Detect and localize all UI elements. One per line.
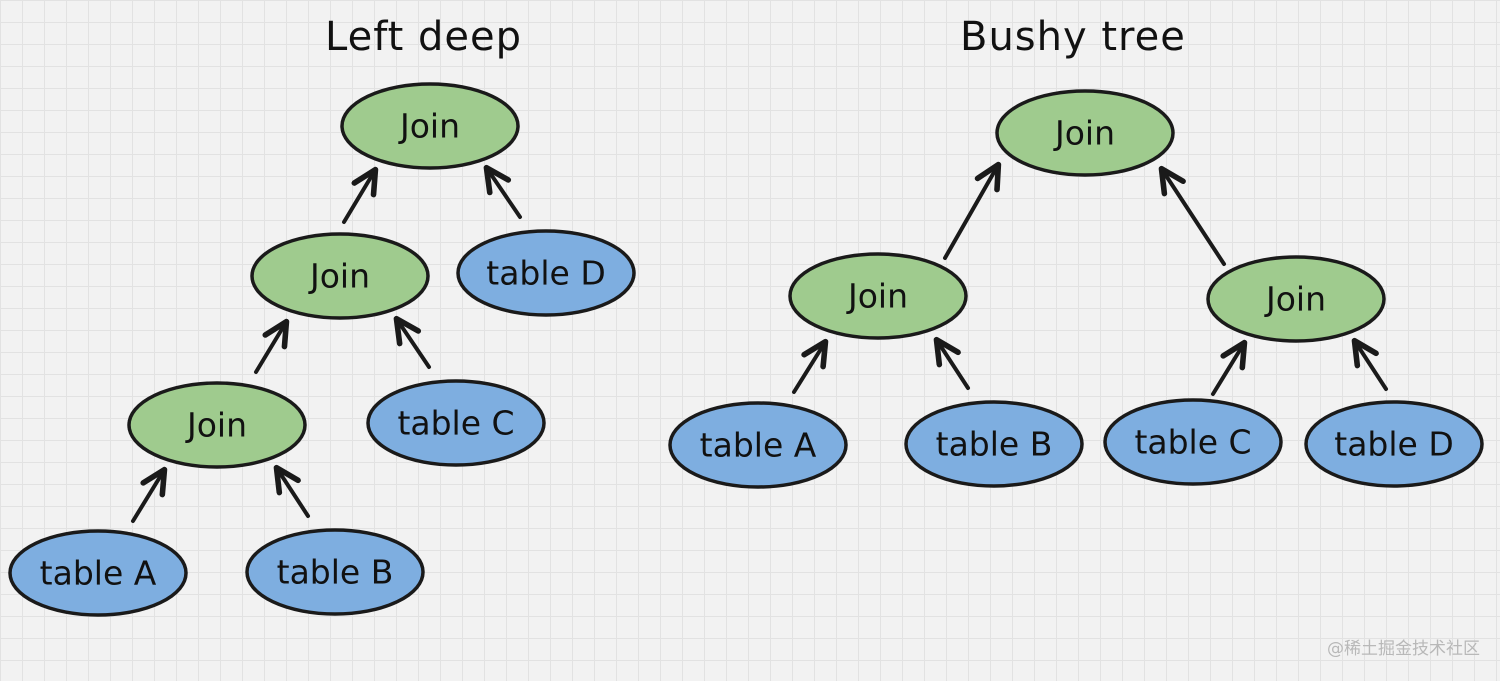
node-label: Join xyxy=(846,277,908,316)
node-label: table C xyxy=(397,404,514,443)
left-deep-title: Left deep xyxy=(325,14,522,60)
node-ld-join-root: Join xyxy=(340,82,520,170)
node-bt-join-root: Join xyxy=(995,89,1175,177)
edge-ld-table-d-to-root xyxy=(483,164,522,219)
node-ld-table-b: table B xyxy=(245,528,425,616)
node-label: table B xyxy=(277,553,394,592)
node-label: table A xyxy=(40,554,157,593)
left-deep-edges xyxy=(131,164,522,523)
node-bt-table-d: table D xyxy=(1304,400,1484,488)
bushy-tree-nodes: Join Join Join table A table B table C t… xyxy=(668,89,1484,489)
node-ld-table-d: table D xyxy=(456,229,636,317)
node-ld-join-mid: Join xyxy=(250,232,430,320)
watermark: @稀土掘金技术社区 xyxy=(1327,639,1480,659)
node-label: table D xyxy=(1334,425,1453,464)
node-label: Join xyxy=(185,406,247,445)
node-bt-table-c: table C xyxy=(1103,398,1283,486)
node-bt-join-right: Join xyxy=(1206,255,1386,343)
node-bt-table-a: table A xyxy=(668,401,848,489)
node-label: Join xyxy=(308,257,370,296)
edge-ld-table-a-to-low xyxy=(131,466,168,523)
node-label: Join xyxy=(1264,280,1326,319)
node-label: Join xyxy=(398,107,460,146)
edge-bt-join-right-to-root xyxy=(1158,165,1226,266)
edge-bt-table-a-to-left xyxy=(792,338,829,394)
edge-ld-join-mid-to-root xyxy=(342,166,379,224)
node-label: table A xyxy=(700,426,817,465)
node-label: table C xyxy=(1134,423,1251,462)
edge-ld-join-low-to-mid xyxy=(254,318,290,374)
node-bt-join-left: Join xyxy=(788,252,968,340)
node-bt-table-b: table B xyxy=(904,400,1084,488)
node-label: table D xyxy=(486,254,605,293)
edge-bt-table-b-to-left xyxy=(933,336,970,390)
edge-bt-join-left-to-root xyxy=(943,161,1002,260)
node-ld-table-a: table A xyxy=(8,529,188,617)
edge-bt-table-d-to-right xyxy=(1351,337,1388,391)
node-ld-join-low: Join xyxy=(127,381,307,469)
left-deep-nodes: Join Join table D Join table C table A t… xyxy=(8,82,636,617)
node-label: Join xyxy=(1053,114,1115,153)
bushy-tree-title: Bushy tree xyxy=(960,14,1186,60)
node-ld-table-c: table C xyxy=(366,379,546,467)
edge-ld-table-c-to-mid xyxy=(393,315,431,369)
node-label: table B xyxy=(936,425,1053,464)
edge-bt-table-c-to-right xyxy=(1211,339,1248,396)
bushy-tree-edges xyxy=(792,161,1388,396)
edge-ld-table-b-to-low xyxy=(273,464,310,518)
